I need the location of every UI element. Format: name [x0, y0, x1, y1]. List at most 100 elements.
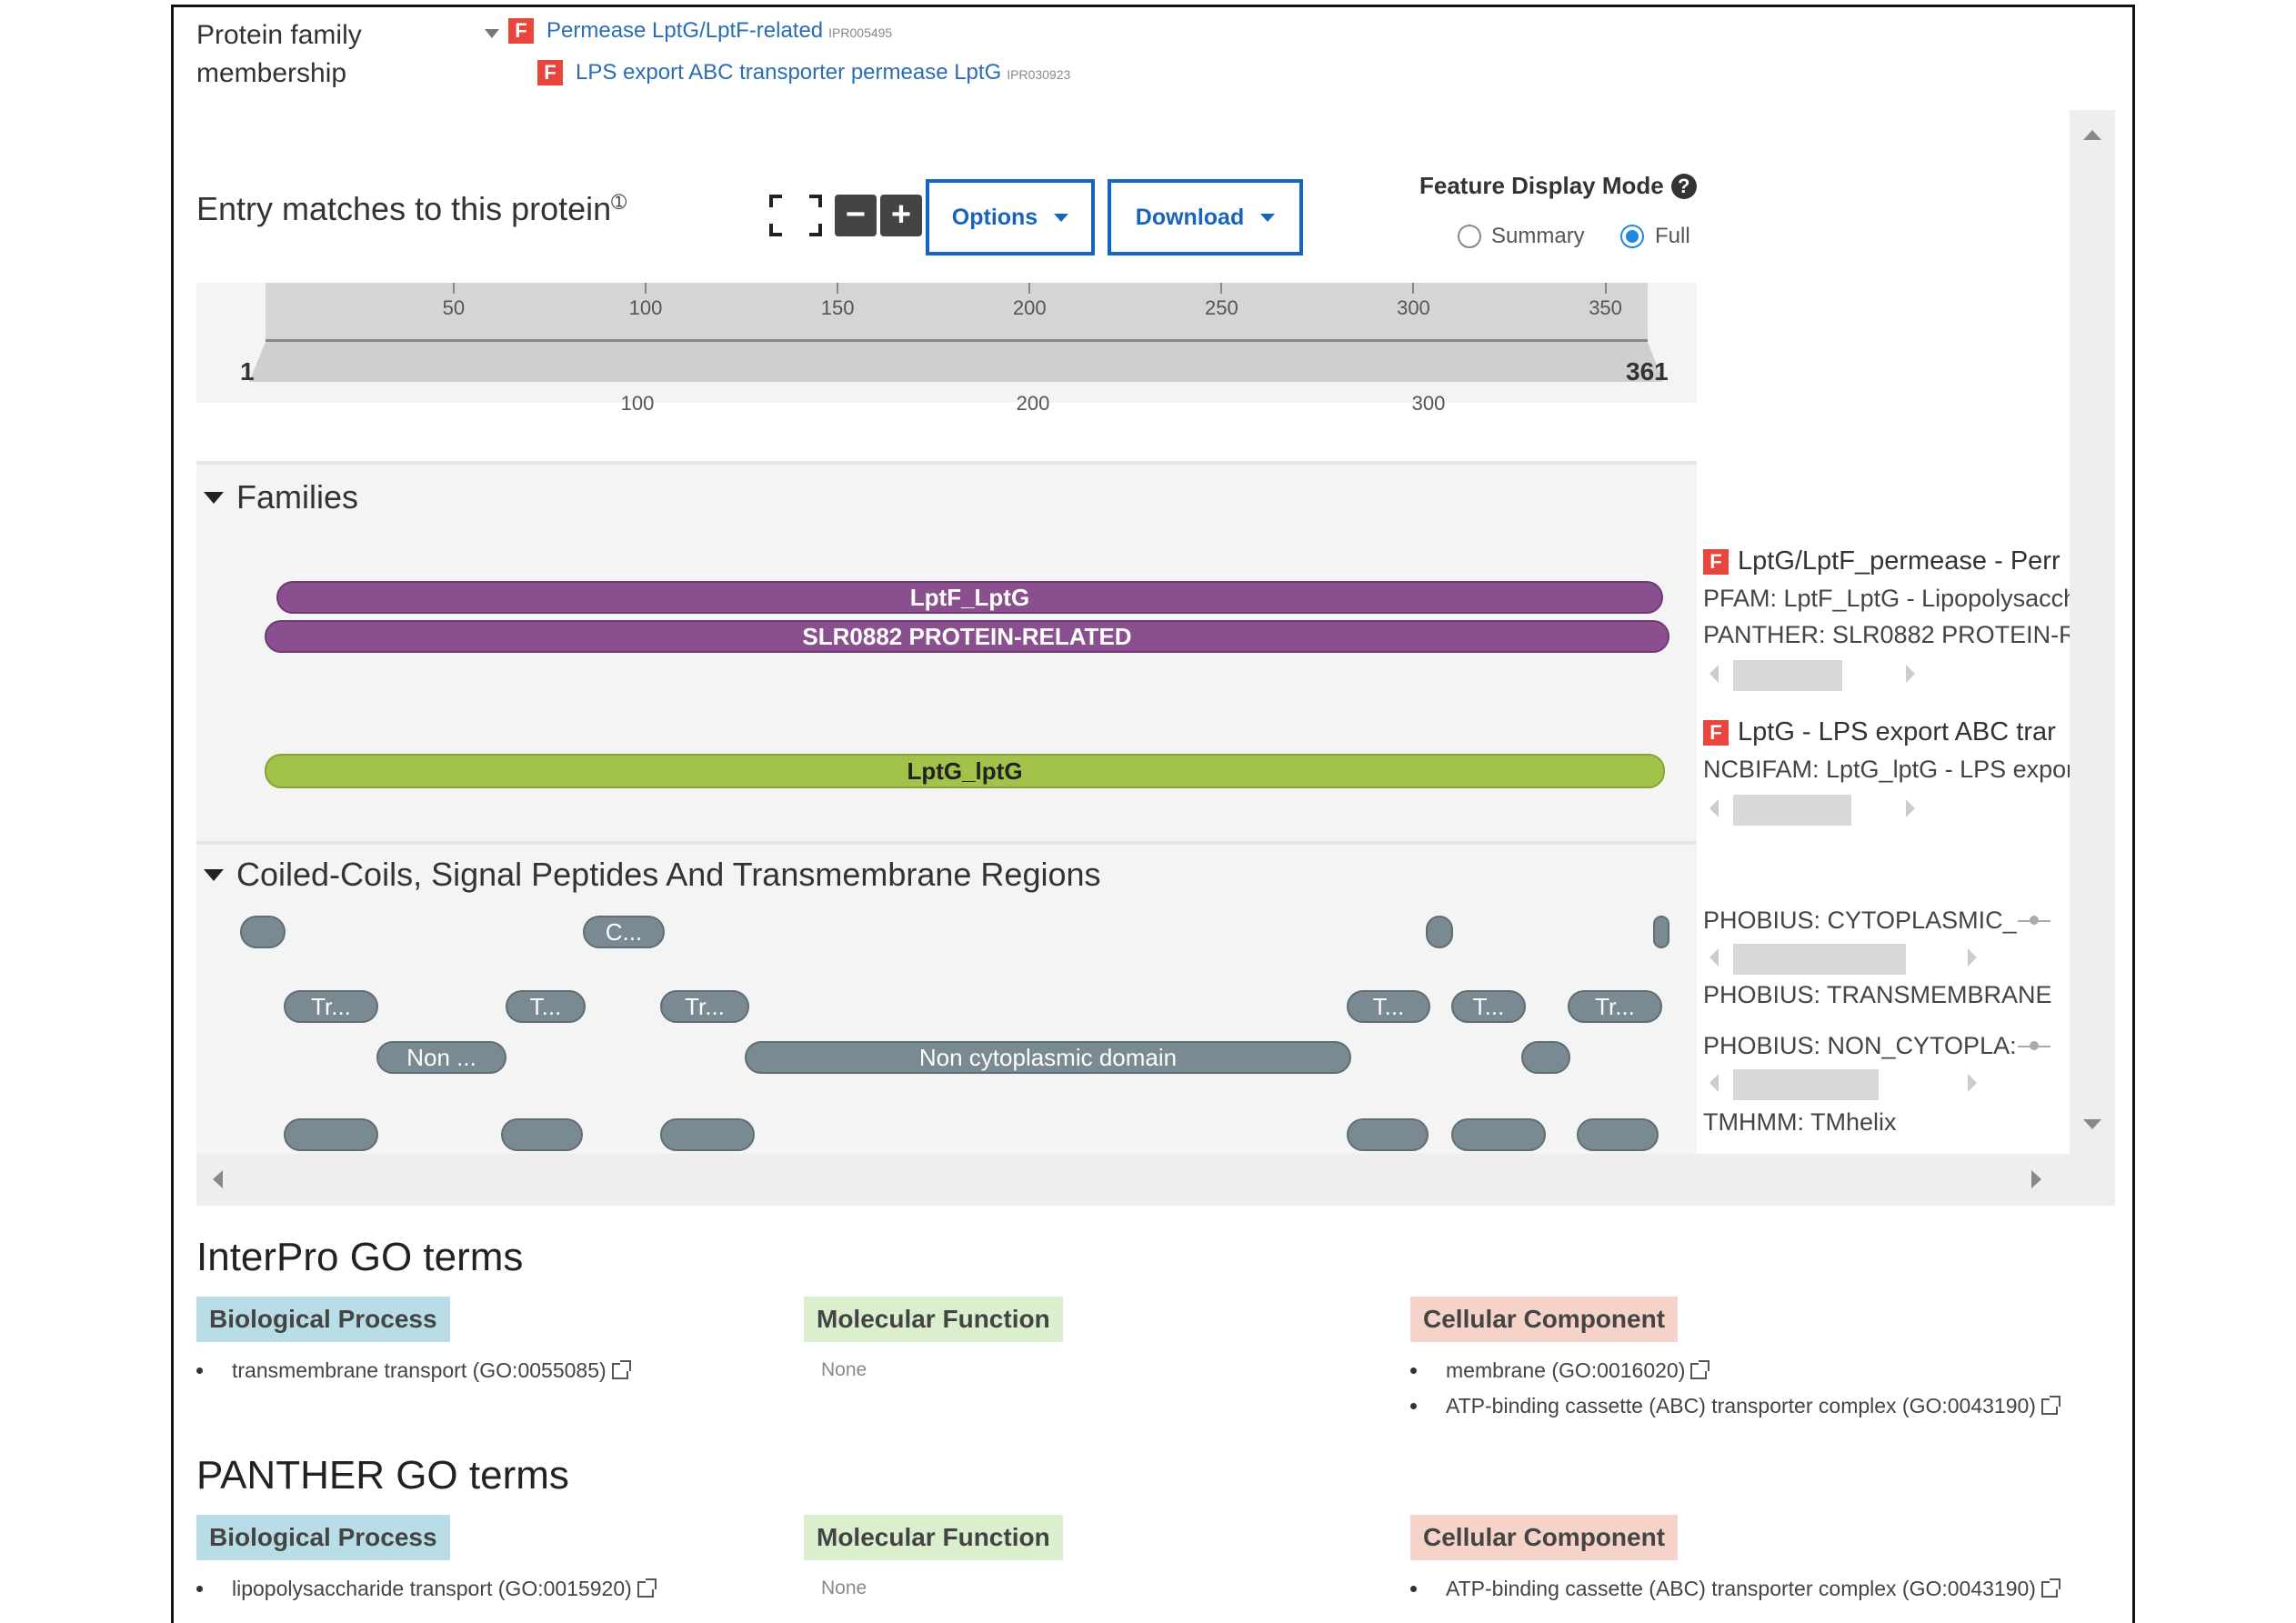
family-item-2[interactable]: F LPS export ABC transporter permease Lp…: [537, 60, 1070, 85]
transmembrane-region[interactable]: T...: [506, 990, 586, 1023]
family-link-2[interactable]: LPS export ABC transporter permease LptG…: [576, 60, 1070, 85]
go-term-item[interactable]: lipopolysaccharide transport (GO:0015920…: [196, 1577, 657, 1601]
external-link-icon[interactable]: [611, 1359, 631, 1379]
family-bar-lptg-lptg[interactable]: LptG_lptG: [265, 754, 1665, 788]
side-scroll-left-icon[interactable]: [1709, 665, 1719, 683]
zoom-out-button[interactable]: −: [835, 195, 877, 236]
go-term-link[interactable]: ATP-binding cassette (ABC) transporter c…: [1446, 1394, 2036, 1418]
track-expand-icon[interactable]: [2018, 916, 2050, 925]
tmhelix-region[interactable]: [660, 1118, 755, 1151]
family-bar-lptf-lptg[interactable]: LptF_LptG: [276, 581, 1663, 614]
family-side-entry-2-title[interactable]: LptG - LPS export ABC trar: [1738, 717, 2056, 746]
coils-section-toggle[interactable]: Coiled-Coils, Signal Peptides And Transm…: [204, 856, 1101, 894]
ncbifam-side-label[interactable]: NCBIFAM: LptG_lptG - LPS export: [1703, 756, 2070, 783]
download-button[interactable]: Download: [1108, 179, 1303, 255]
side-scroll-thumb[interactable]: [1733, 795, 1851, 826]
family-tree-collapse-icon[interactable]: [485, 29, 499, 38]
cytoplasmic-region[interactable]: [240, 916, 286, 948]
panther-side-label[interactable]: PANTHER: SLR0882 PROTEIN-REL: [1703, 621, 2070, 648]
full-radio-label[interactable]: Full: [1655, 224, 1690, 248]
side-scroll-right-icon[interactable]: [1906, 799, 1915, 817]
panther-go-heading: PANTHER GO terms: [196, 1453, 569, 1498]
go-term-item[interactable]: ATP-binding cassette (ABC) transporter c…: [1410, 1577, 2060, 1601]
side-scroll-thumb[interactable]: [1733, 1069, 1879, 1100]
phobius-cytoplasmic-label[interactable]: PHOBIUS: CYTOPLASMIC_: [1703, 907, 2017, 934]
go-term-link[interactable]: membrane (GO:0016020): [1446, 1358, 1686, 1382]
cytoplasmic-region[interactable]: [1653, 916, 1669, 948]
bottom-tick-label: 200: [1016, 392, 1050, 415]
family-bar-slr0882[interactable]: SLR0882 PROTEIN-RELATED: [265, 620, 1669, 653]
summary-radio[interactable]: [1458, 225, 1481, 248]
info-icon[interactable]: ➀: [611, 193, 627, 213]
family-side-entry-2[interactable]: F LptG - LPS export ABC trar: [1703, 717, 2056, 747]
tmhelix-region[interactable]: [284, 1118, 378, 1151]
go-term-item[interactable]: membrane (GO:0016020): [1410, 1358, 1710, 1383]
family-side-entry-1[interactable]: F LptG/LptF_permease - Perr: [1703, 546, 2060, 576]
pfam-side-label[interactable]: PFAM: LptF_LptG - Lipopolysaccha: [1703, 585, 2070, 612]
cytoplasmic-region[interactable]: C...: [583, 916, 665, 948]
scroll-down-icon[interactable]: [2083, 1119, 2101, 1129]
transmembrane-region[interactable]: Tr...: [1568, 990, 1662, 1023]
vertical-scrollbar[interactable]: [2070, 110, 2115, 1154]
track-expand-icon[interactable]: [2018, 1041, 2050, 1050]
external-link-icon[interactable]: [2040, 1578, 2060, 1598]
ruler-tick: [452, 283, 455, 294]
scroll-up-icon[interactable]: [2083, 130, 2101, 140]
side-scroll-left-icon[interactable]: [1709, 799, 1719, 817]
go-term-item[interactable]: ATP-binding cassette (ABC) transporter c…: [1410, 1394, 2060, 1418]
non-cytoplasmic-region[interactable]: [1521, 1041, 1570, 1074]
horizontal-scrollbar[interactable]: [196, 1154, 2115, 1206]
external-link-icon[interactable]: [1690, 1359, 1710, 1379]
side-scroll-right-icon[interactable]: [1968, 1074, 1977, 1092]
bullet: [1410, 1403, 1417, 1409]
side-scroll-right-icon[interactable]: [1906, 665, 1915, 683]
family-name-1[interactable]: Permease LptG/LptF-related: [546, 18, 824, 43]
tmhelix-region[interactable]: [1577, 1118, 1659, 1151]
transmembrane-region[interactable]: Tr...: [660, 990, 749, 1023]
tmhelix-region[interactable]: [1451, 1118, 1546, 1151]
collapse-triangle-icon: [204, 868, 224, 881]
side-scroll-right-icon[interactable]: [1968, 948, 1977, 967]
transmembrane-region[interactable]: T...: [1347, 990, 1430, 1023]
transmembrane-region[interactable]: T...: [1451, 990, 1526, 1023]
go-term-link[interactable]: transmembrane transport (GO:0055085): [232, 1358, 607, 1382]
cytoplasmic-region[interactable]: [1426, 916, 1453, 948]
summary-radio-label[interactable]: Summary: [1491, 224, 1585, 248]
fullscreen-icon[interactable]: [769, 195, 822, 236]
external-link-icon[interactable]: [2040, 1395, 2060, 1415]
full-radio[interactable]: [1620, 225, 1644, 248]
no-terms-text: None: [821, 1578, 867, 1598]
side-scroll-thumb[interactable]: [1733, 660, 1842, 691]
phobius-non-cytoplasmic-label[interactable]: PHOBIUS: NON_CYTOPLA:: [1703, 1032, 2017, 1059]
family-side-entry-1-title[interactable]: LptG/LptF_permease - Perr: [1738, 546, 2060, 576]
tmhelix-region[interactable]: [1347, 1118, 1429, 1151]
go-term-link[interactable]: ATP-binding cassette (ABC) transporter c…: [1446, 1577, 2036, 1600]
help-icon[interactable]: ?: [1670, 173, 1697, 199]
non-cytoplasmic-region[interactable]: Non ...: [376, 1041, 506, 1074]
tmhmm-label[interactable]: TMHMM: TMhelix: [1703, 1108, 1897, 1136]
go-term-link[interactable]: lipopolysaccharide transport (GO:0015920…: [232, 1577, 632, 1600]
options-button[interactable]: Options: [926, 179, 1095, 255]
side-scroll-left-icon[interactable]: [1709, 1074, 1719, 1092]
bottom-tick-label: 300: [1411, 392, 1446, 415]
non-cytoplasmic-region[interactable]: Non cytoplasmic domain: [745, 1041, 1351, 1074]
ruler-tick-label: 100: [628, 296, 663, 319]
ruler-tick: [1412, 283, 1415, 294]
family-name-2[interactable]: LPS export ABC transporter permease LptG: [576, 60, 1002, 85]
scroll-left-icon[interactable]: [213, 1170, 223, 1188]
side-scroll-thumb[interactable]: [1733, 944, 1906, 975]
families-section-toggle[interactable]: Families: [204, 478, 358, 516]
scroll-right-icon[interactable]: [2031, 1170, 2041, 1188]
side-scroll-left-icon[interactable]: [1709, 948, 1719, 967]
navigation-brush[interactable]: [249, 342, 1668, 382]
ruler-tick: [645, 283, 647, 294]
transmembrane-region[interactable]: Tr...: [284, 990, 378, 1023]
phobius-transmembrane-label[interactable]: PHOBIUS: TRANSMEMBRANE: [1703, 981, 2052, 1008]
entry-matches-title-text: Entry matches to this protein: [196, 190, 612, 227]
zoom-in-button[interactable]: +: [880, 195, 922, 236]
external-link-icon[interactable]: [637, 1578, 657, 1598]
tmhelix-region[interactable]: [501, 1118, 583, 1151]
go-term-item[interactable]: transmembrane transport (GO:0055085): [196, 1358, 631, 1383]
